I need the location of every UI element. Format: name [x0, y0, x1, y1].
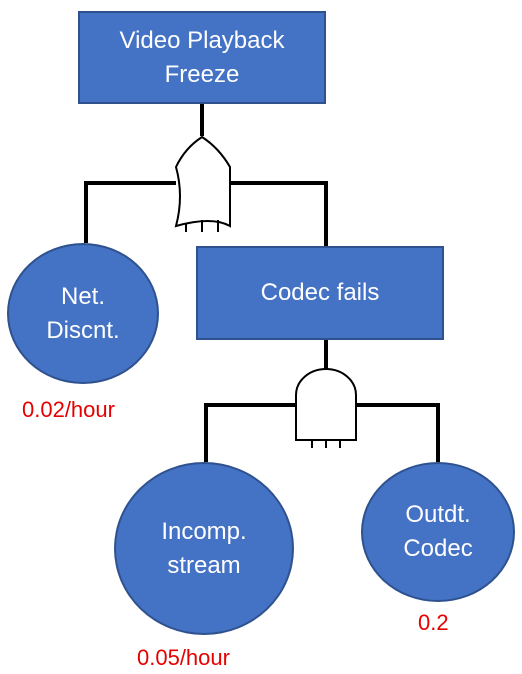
- basic-event-net-discnt: Net. Discnt.: [7, 243, 159, 384]
- basic-event-label: Outdt. Codec: [403, 501, 473, 562]
- basic-event-incomp-stream: Incomp. stream: [114, 462, 294, 635]
- connector-and-gate-to-outdt-codec: [356, 403, 440, 462]
- intermediate-event-box: Codec fails: [196, 246, 444, 340]
- top-event-label: Video Playback Freeze: [119, 26, 285, 88]
- connector-or-gate-to-net-discnt: [84, 181, 176, 243]
- probability-label: 0.05/hour: [137, 645, 230, 670]
- connector-and-gate-to-incomp-stream: [204, 403, 296, 462]
- or-gate-symbol: [174, 135, 231, 232]
- basic-event-label: Incomp. stream: [161, 517, 247, 579]
- probability-label: 0.02/hour: [22, 397, 115, 422]
- top-event-box: Video Playback Freeze: [78, 11, 326, 104]
- and-gate-symbol: [295, 368, 357, 448]
- intermediate-event-label: Codec fails: [260, 279, 380, 306]
- basic-event-outdt-codec: Outdt. Codec: [361, 462, 515, 602]
- basic-event-label: Net. Discnt.: [46, 282, 120, 344]
- connector-or-gate-to-codec-fails: [230, 181, 328, 246]
- probability-label: 0.2: [418, 610, 449, 635]
